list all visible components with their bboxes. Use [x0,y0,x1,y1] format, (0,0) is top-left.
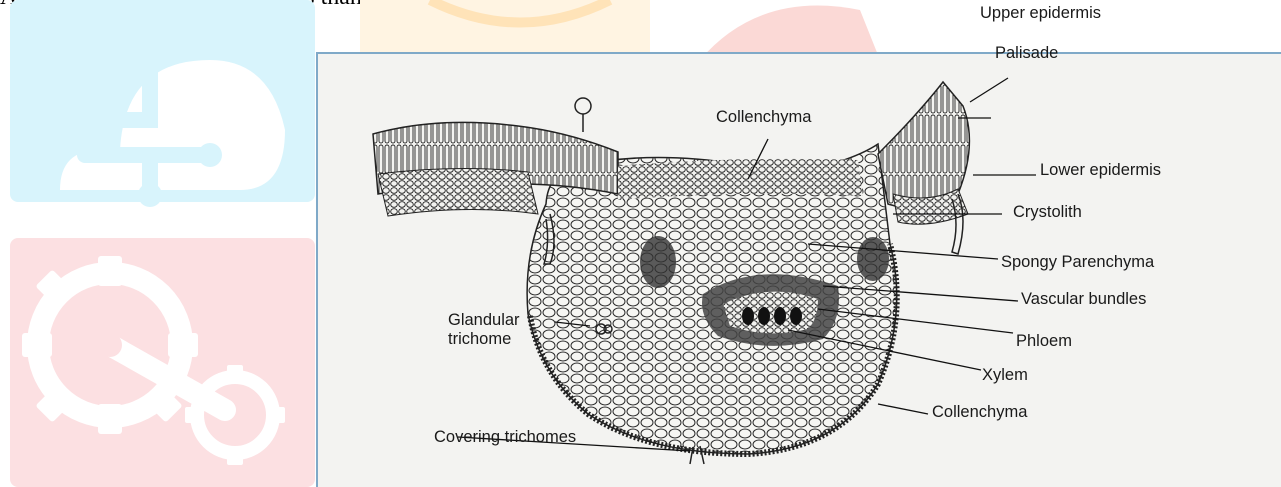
label-upper-epidermis: Upper epidermis [980,4,1101,23]
gear-icon [10,238,315,487]
cloud-circuit-icon [10,0,315,207]
label-crystolith: Crystolith [1013,203,1082,222]
label-spongy-parenchyma: Spongy Parenchyma [1001,253,1154,272]
label-vascular-bundles: Vascular bundles [1021,290,1146,309]
label-phloem: Phloem [1016,332,1072,351]
label-covering-trichomes: Covering trichomes [434,428,576,447]
label-glandular-trichome: Glandular trichome [448,311,538,349]
label-lower-epidermis: Lower epidermis [1040,161,1161,180]
label-collenchyma-bottom: Collenchyma [932,403,1027,422]
label-xylem: Xylem [982,366,1028,385]
label-palisade: Palisade [995,44,1058,63]
label-collenchyma-top: Collenchyma [716,108,811,127]
watermark-sun-shape [360,0,650,60]
